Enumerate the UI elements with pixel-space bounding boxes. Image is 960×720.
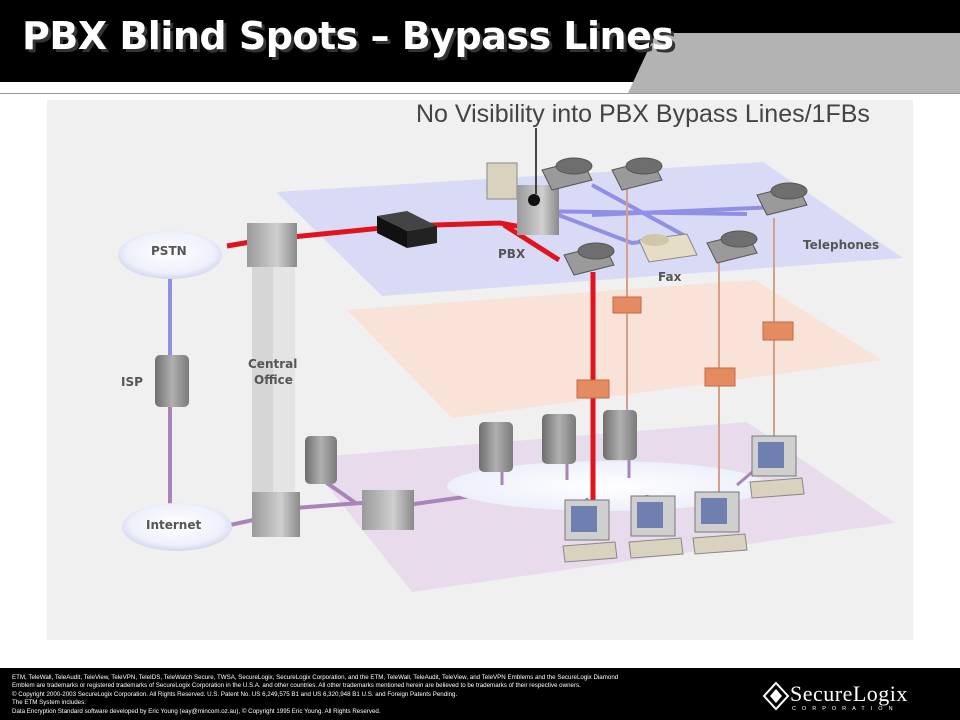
legal-line: ETM, TeleWall, TeleAudit, TeleView, Tele…	[12, 674, 619, 681]
logo-subtitle: CORPORATION	[792, 706, 899, 712]
title-accent	[628, 33, 960, 93]
internet-cloud	[122, 503, 232, 551]
legal-line: Data Encryption Standard software develo…	[12, 707, 381, 715]
router	[362, 490, 414, 530]
telephones-label: Telephones	[803, 238, 879, 252]
co-switch-top	[247, 223, 297, 267]
pstn-cloud	[118, 231, 222, 279]
title-divider	[0, 93, 960, 94]
fax-label: Fax	[658, 270, 682, 284]
footer: ETM, TeleWall, TeleAudit, TeleView, Tele…	[0, 668, 960, 720]
co-switch-bottom	[252, 492, 300, 537]
legal-line: Emblem are trademarks or registered trad…	[12, 682, 581, 690]
page-title: PBX Blind Spots – Bypass Lines	[22, 14, 674, 58]
network-diagram: PSTN PBX Telephones Fax Central Office I…	[47, 100, 913, 640]
logo-wordmark: SecureLogix	[790, 681, 908, 706]
telephone-plane	[276, 162, 903, 296]
pbx-label: PBX	[498, 247, 526, 261]
pbx-device	[486, 162, 559, 235]
pstn-label: PSTN	[151, 244, 187, 258]
isp-label: ISP	[121, 375, 143, 389]
central-office-label-2: Office	[254, 373, 293, 387]
firewall-plane	[347, 280, 882, 418]
lan-servers	[305, 410, 637, 484]
fax-machine	[638, 233, 698, 263]
diamond-logo-icon	[762, 681, 790, 711]
legal-line: The ETM System includes:	[12, 699, 86, 707]
modem-device	[377, 211, 437, 248]
legal-line: © Copyright 2000-2003 SecureLogix Corpor…	[12, 690, 458, 698]
legal-notice: ETM, TeleWall, TeleAudit, TeleView, Tele…	[12, 674, 752, 716]
securelogix-logo: SecureLogix CORPORATION	[762, 681, 942, 717]
internet-label: Internet	[146, 518, 201, 532]
pbx-bypass-red-line	[502, 222, 561, 263]
firewall-boxes	[576, 296, 794, 399]
workstations	[562, 435, 805, 563]
telephone-icons	[541, 157, 808, 276]
central-office-column	[252, 227, 273, 530]
central-office-label-1: Central	[248, 357, 297, 371]
pbx-callout-dot	[528, 194, 540, 206]
isp-device	[155, 355, 189, 407]
lan-cloud	[447, 461, 767, 511]
callout-text: No Visibility into PBX Bypass Lines/1FBs	[416, 100, 870, 128]
